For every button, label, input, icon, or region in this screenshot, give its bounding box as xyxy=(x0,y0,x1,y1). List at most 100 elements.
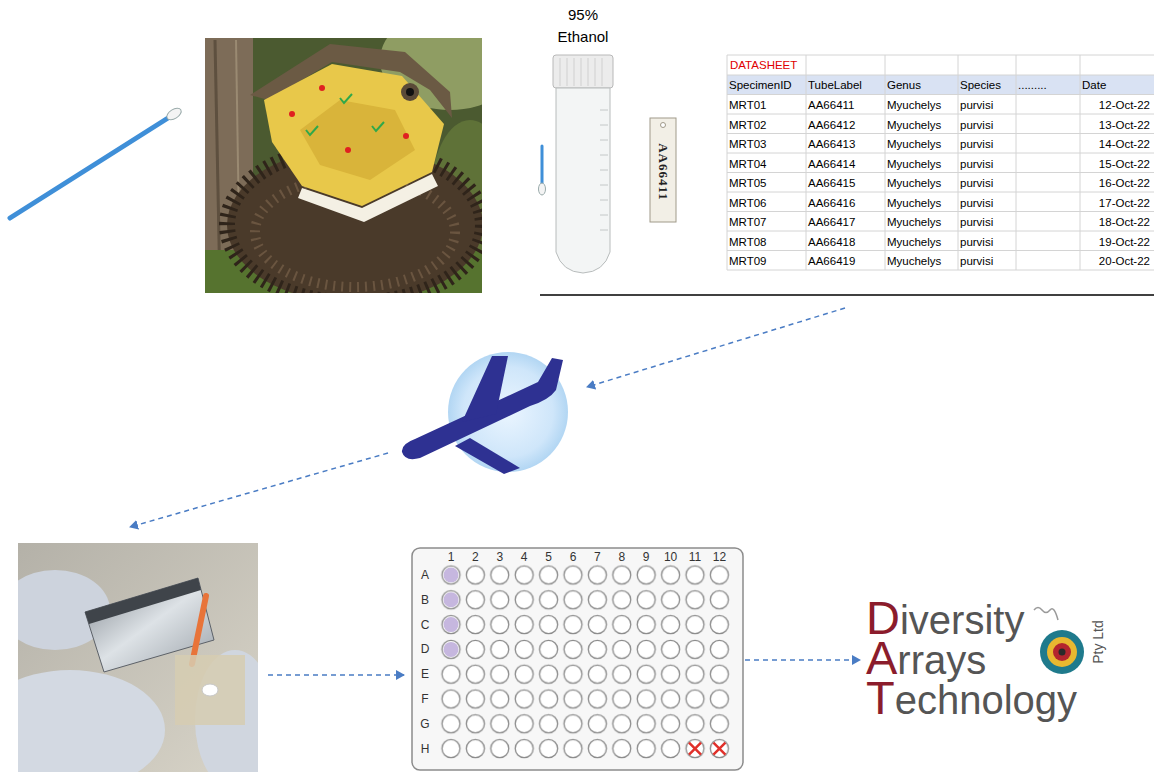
table-cell: AA66411 xyxy=(808,96,854,114)
table-cell: Myuchelys xyxy=(887,135,941,153)
column-number: 8 xyxy=(612,550,632,564)
company-logo: DiversityArraysTechnologyPty Ltd xyxy=(860,596,1110,724)
table-cell: MRT07 xyxy=(729,213,767,231)
eye-ring xyxy=(401,83,419,101)
target-center xyxy=(1059,649,1066,656)
column-header: TubeLabel xyxy=(808,76,862,94)
tube-tag xyxy=(650,118,676,222)
table-cell: AA66419 xyxy=(808,252,855,270)
teeth xyxy=(298,174,438,222)
filled-well xyxy=(444,642,459,657)
tube-tag-label: AA66411 xyxy=(655,143,671,201)
swab-point xyxy=(403,133,409,139)
table-cell: 16-Oct-22 xyxy=(1082,174,1150,192)
target-ring xyxy=(1047,637,1077,667)
sheet-title: DATASHEET xyxy=(730,56,797,74)
row-letter: B xyxy=(418,593,432,607)
reagent-label: 95% Ethanol xyxy=(543,4,623,48)
flow-arrow xyxy=(130,453,388,527)
mouth-inner xyxy=(300,100,415,180)
swab xyxy=(10,106,183,218)
row-letter: F xyxy=(418,692,432,706)
swab-stick xyxy=(192,596,206,664)
swab-point xyxy=(289,111,295,117)
check-mark xyxy=(372,122,384,131)
swab-tip xyxy=(165,106,183,122)
table-cell: 17-Oct-22 xyxy=(1082,194,1150,212)
column-number: 7 xyxy=(587,550,607,564)
table-cell: MRT05 xyxy=(729,174,767,192)
filled-well xyxy=(444,617,459,632)
row-letter: C xyxy=(418,618,432,632)
table-cell: purvisi xyxy=(960,155,993,173)
column-number: 1 xyxy=(441,550,461,564)
table-cell: Myuchelys xyxy=(887,174,941,192)
table-cell: purvisi xyxy=(960,116,993,134)
column-header: Species xyxy=(960,76,1001,94)
table-cell: MRT02 xyxy=(729,116,767,134)
graduations xyxy=(600,110,608,230)
table-cell: Myuchelys xyxy=(887,194,941,212)
plane-wing xyxy=(462,356,508,422)
column-number: 5 xyxy=(539,550,559,564)
column-header: Genus xyxy=(887,76,921,94)
flow-arrow xyxy=(268,674,404,676)
small-swab-tip xyxy=(539,183,546,195)
table-cell: purvisi xyxy=(960,135,993,153)
column-number: 9 xyxy=(636,550,656,564)
excluded-well xyxy=(713,743,725,755)
table-cell: MRT09 xyxy=(729,252,767,270)
filled-well xyxy=(444,592,459,607)
eye xyxy=(406,88,414,96)
table-cell: purvisi xyxy=(960,213,993,231)
column-number: 10 xyxy=(661,550,681,564)
airplane-icon xyxy=(402,352,568,474)
tube-cap xyxy=(553,55,613,88)
wells xyxy=(439,563,732,761)
razor-photo xyxy=(18,543,258,772)
table-cell: AA66414 xyxy=(808,155,855,173)
table-cell: MRT08 xyxy=(729,233,767,251)
well-plate-art xyxy=(412,548,743,770)
column-number: 12 xyxy=(709,550,729,564)
table-cell: MRT06 xyxy=(729,194,767,212)
ethanol-tube xyxy=(539,55,677,273)
datasheet-grid xyxy=(540,55,1154,295)
column-header: ......... xyxy=(1018,76,1047,94)
row-letter: H xyxy=(418,742,432,756)
check-mark xyxy=(306,126,318,135)
swab-stick xyxy=(10,118,168,218)
header-fill xyxy=(727,75,1154,95)
column-header: Date xyxy=(1082,76,1150,94)
table-cell: purvisi xyxy=(960,174,993,192)
flow-arrow xyxy=(587,308,845,387)
lizard-photo xyxy=(205,38,482,293)
row-letter: D xyxy=(418,642,432,656)
row-letter: G xyxy=(418,717,432,731)
dna-helix xyxy=(1034,608,1058,621)
table-cell: 19-Oct-22 xyxy=(1082,233,1150,251)
column-header: SpecimenID xyxy=(729,76,792,94)
table-cell: Myuchelys xyxy=(887,155,941,173)
table-cell: Myuchelys xyxy=(887,96,941,114)
column-number: 2 xyxy=(465,550,485,564)
table-cell: AA66418 xyxy=(808,233,855,251)
table-cell: MRT01 xyxy=(729,96,767,114)
table-cell: AA66415 xyxy=(808,174,855,192)
gloved-hand xyxy=(18,670,165,772)
table-cell: MRT04 xyxy=(729,155,767,173)
blade-back xyxy=(85,578,201,624)
swab-tip-inset xyxy=(202,684,218,696)
table-cell: 18-Oct-22 xyxy=(1082,213,1150,231)
tag-hole xyxy=(661,123,666,128)
column-number: 4 xyxy=(514,550,534,564)
divider-line xyxy=(540,294,1154,296)
target-ring xyxy=(1040,630,1084,674)
grid-rows xyxy=(727,55,1154,270)
table-cell: AA66412 xyxy=(808,116,855,134)
inset-box xyxy=(175,655,245,725)
row-letter: A xyxy=(418,568,432,582)
filled-well xyxy=(444,568,459,583)
logo-suffix: Pty Ltd xyxy=(1090,620,1106,664)
